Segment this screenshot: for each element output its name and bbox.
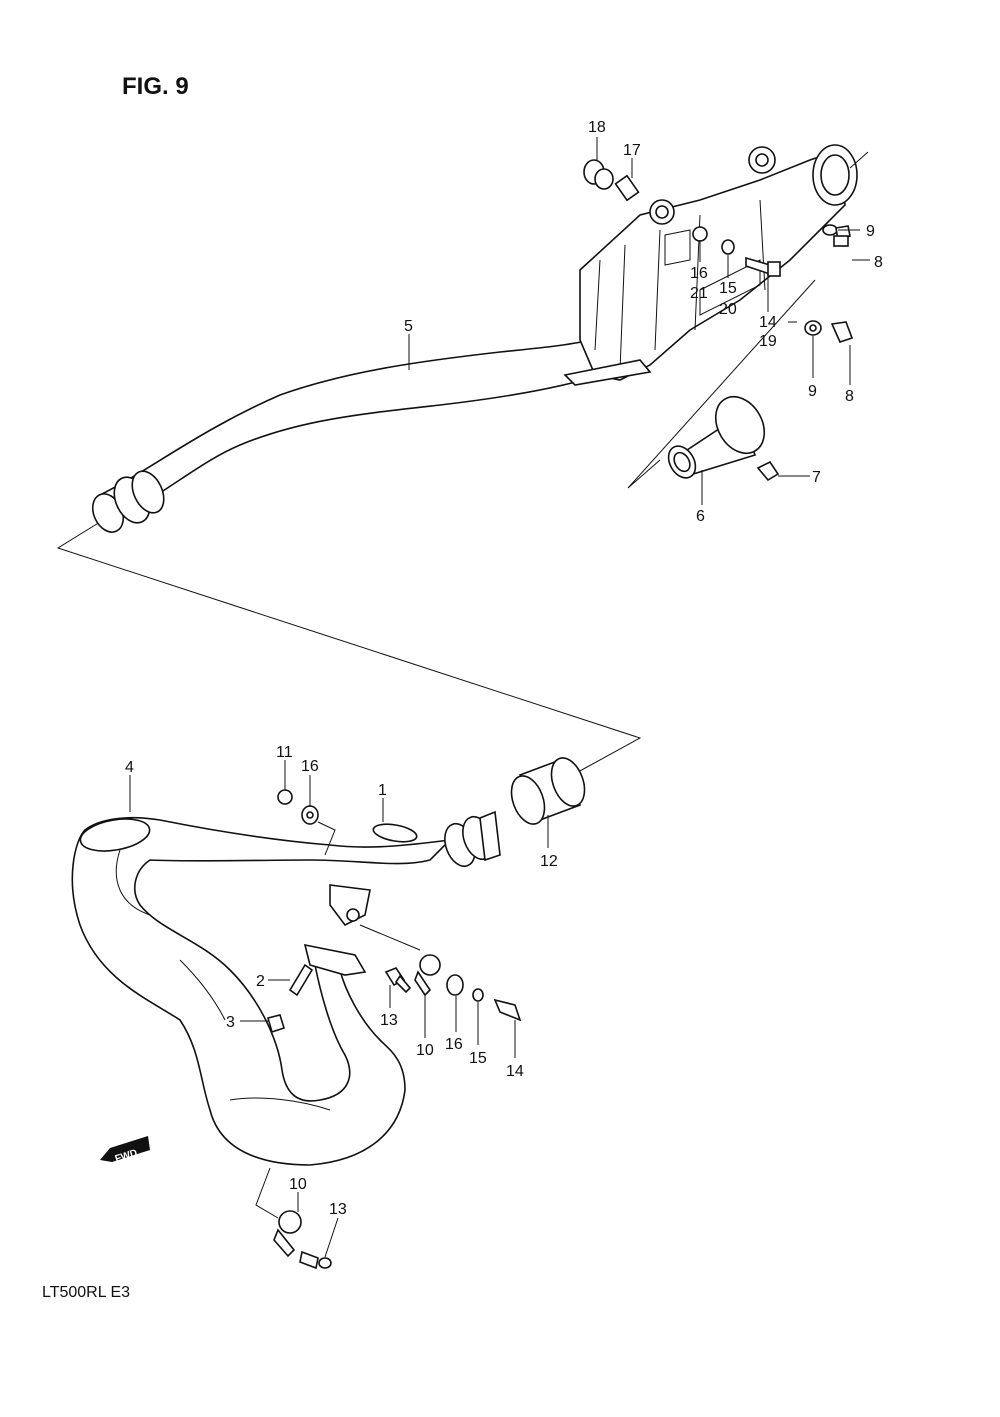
callouts: 18 17 9 8 16 15 21 20 14 19 9 8 5 7 6 4 …: [125, 119, 883, 1218]
callout-4: 4: [125, 759, 134, 776]
model-code: LT500RL E3: [42, 1284, 130, 1301]
callout-16-exhaust: 16: [301, 758, 319, 775]
spark-arrester: [667, 395, 766, 479]
figure-title: FIG. 9: [122, 73, 189, 100]
callout-5: 5: [404, 318, 413, 335]
callout-15-mid: 15: [469, 1050, 487, 1067]
exhaust-pipe: [71, 810, 501, 1166]
callout-9-mid: 9: [808, 383, 817, 400]
callout-16-top: 16: [690, 265, 708, 282]
callout-2: 2: [256, 973, 265, 990]
callout-11: 11: [276, 744, 293, 761]
callout-15-top: 15: [719, 280, 737, 297]
callout-3: 3: [226, 1014, 235, 1031]
callout-9-top: 9: [866, 223, 875, 240]
muffler-hardware: [583, 159, 854, 482]
callout-10-bottom: 10: [289, 1176, 307, 1193]
callout-19: 19: [759, 333, 777, 350]
callout-17: 17: [623, 142, 641, 159]
callout-16-mid: 16: [445, 1036, 463, 1053]
callout-21: 21: [690, 285, 708, 302]
connection-line: [56, 521, 642, 773]
callout-13-mid: 13: [380, 1012, 398, 1029]
callout-12: 12: [540, 853, 558, 870]
leader-lines: [129, 137, 870, 1258]
callout-14-mid: 14: [506, 1063, 524, 1080]
pipe-connector: [510, 757, 586, 825]
callout-10-mid: 10: [416, 1042, 434, 1059]
callout-8-mid: 8: [845, 388, 854, 405]
callout-7: 7: [812, 469, 821, 486]
callout-14-top: 14: [759, 314, 777, 331]
callout-13-bottom: 13: [329, 1201, 347, 1218]
fwd-arrow: FWD: [100, 1136, 150, 1165]
exhaust-hardware: [267, 789, 522, 1270]
callout-8-top: 8: [874, 254, 883, 271]
muffler: [91, 144, 869, 533]
callout-20: 20: [719, 301, 737, 318]
callout-6: 6: [696, 508, 705, 525]
callout-18: 18: [588, 119, 606, 136]
callout-1: 1: [378, 782, 387, 799]
